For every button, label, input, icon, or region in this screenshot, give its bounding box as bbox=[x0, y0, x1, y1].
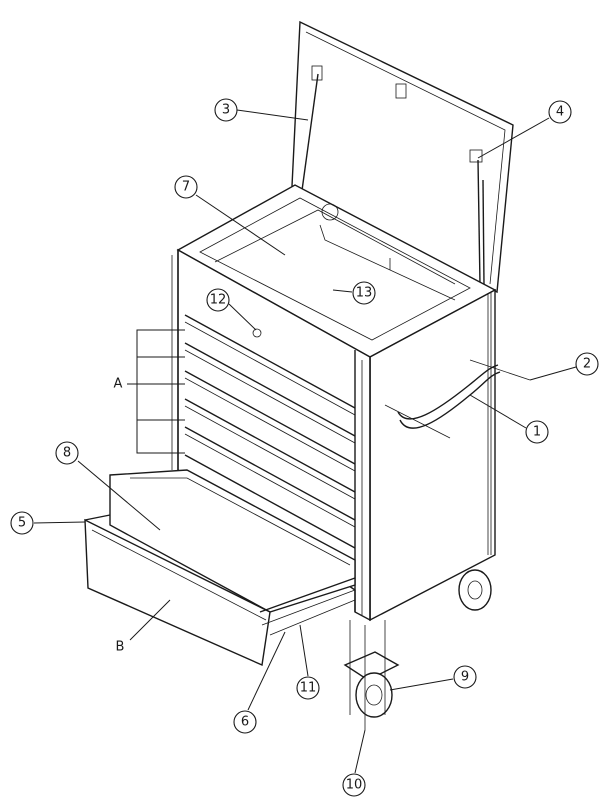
svg-text:1: 1 bbox=[533, 425, 541, 440]
callout-9: 9 bbox=[453, 665, 477, 689]
svg-text:5: 5 bbox=[18, 516, 26, 531]
callout-2: 2 bbox=[575, 352, 599, 376]
svg-text:7: 7 bbox=[182, 180, 190, 195]
label-a: A bbox=[114, 377, 123, 392]
callout-3: 3 bbox=[214, 98, 238, 122]
lid bbox=[291, 20, 514, 294]
caster-rear bbox=[458, 569, 492, 611]
callout-1: 1 bbox=[525, 420, 549, 444]
callout-4: 4 bbox=[548, 100, 572, 124]
svg-text:6: 6 bbox=[241, 715, 249, 730]
callout-8: 8 bbox=[55, 441, 79, 465]
svg-text:3: 3 bbox=[222, 103, 230, 118]
svg-text:2: 2 bbox=[583, 357, 591, 372]
svg-text:9: 9 bbox=[461, 670, 469, 685]
caster-front bbox=[343, 620, 400, 730]
callout-13: 13 bbox=[352, 281, 376, 305]
side-handle bbox=[384, 359, 531, 439]
callout-7: 7 bbox=[174, 175, 198, 199]
svg-text:13: 13 bbox=[356, 286, 373, 301]
gas-strut-left bbox=[299, 65, 323, 206]
svg-text:4: 4 bbox=[556, 105, 564, 120]
svg-text:10: 10 bbox=[346, 778, 363, 793]
svg-text:8: 8 bbox=[63, 446, 71, 461]
svg-text:11: 11 bbox=[300, 681, 317, 696]
callout-10: 10 bbox=[342, 773, 366, 797]
label-b: B bbox=[116, 640, 125, 655]
open-drawer bbox=[84, 469, 356, 667]
callout-11: 11 bbox=[296, 676, 320, 700]
drawers-closed bbox=[184, 314, 356, 549]
callout-12: 12 bbox=[206, 288, 230, 312]
svg-text:12: 12 bbox=[210, 293, 227, 308]
leader-lines bbox=[33, 109, 577, 774]
callout-5: 5 bbox=[10, 511, 34, 535]
callout-6: 6 bbox=[233, 710, 257, 734]
